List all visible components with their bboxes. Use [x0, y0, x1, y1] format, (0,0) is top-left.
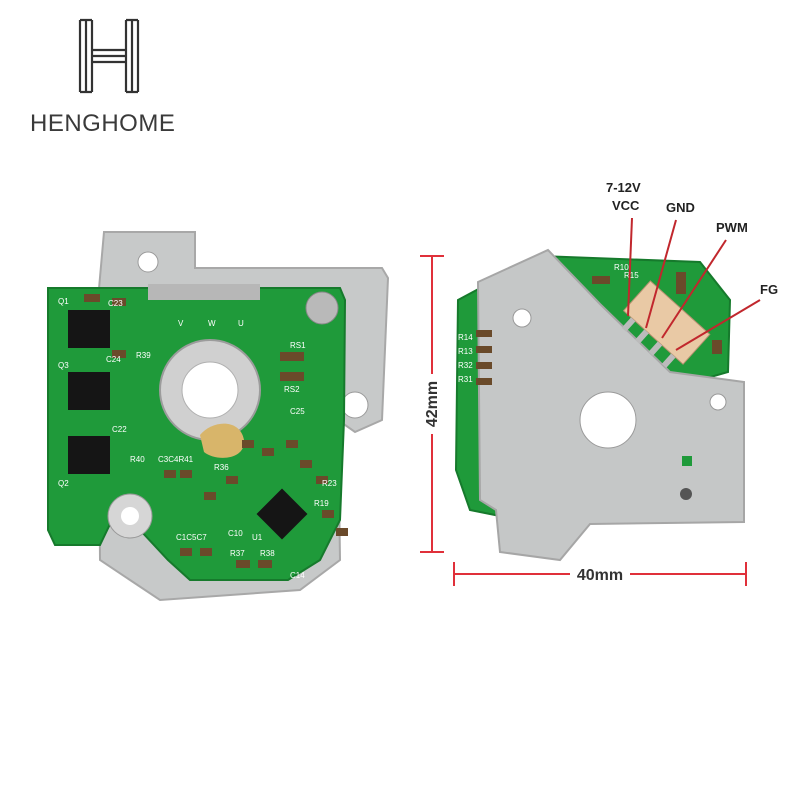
- left-mosfet-chip: [68, 310, 110, 348]
- brand-name: HENGHOME: [30, 110, 176, 137]
- svg-text:C22: C22: [112, 425, 127, 434]
- svg-text:Q2: Q2: [58, 479, 69, 488]
- svg-text:C3C4R41: C3C4R41: [158, 455, 194, 464]
- svg-text:U: U: [238, 319, 244, 328]
- svg-text:U1: U1: [252, 533, 263, 542]
- right-bracket-hole: [512, 308, 532, 328]
- svg-text:C14: C14: [290, 571, 305, 580]
- svg-text:R14: R14: [458, 333, 473, 342]
- pin-label-gnd: GND: [666, 200, 695, 215]
- svg-text:C24: C24: [106, 355, 121, 364]
- dimension-height: 42mm: [420, 255, 444, 553]
- pin-label-pwm: PWM: [716, 220, 748, 235]
- svg-text:V: V: [178, 319, 184, 328]
- svg-text:RS1: RS1: [290, 341, 306, 350]
- svg-text:C23: C23: [108, 299, 123, 308]
- svg-text:RS2: RS2: [284, 385, 300, 394]
- left-center-hole: [181, 361, 239, 419]
- svg-text:R23: R23: [322, 479, 337, 488]
- left-pcb-mount-hole: [121, 507, 139, 525]
- svg-text:R15: R15: [624, 271, 639, 280]
- brand-logo: HENGHOME: [30, 18, 190, 138]
- svg-text:R37: R37: [230, 549, 245, 558]
- svg-text:W: W: [208, 319, 216, 328]
- svg-text:R39: R39: [136, 351, 151, 360]
- right-component-labels: R14 R13 R32 R31 R15 R10: [458, 263, 639, 384]
- left-bracket-hole: [341, 391, 369, 419]
- h-monogram-icon: [78, 18, 140, 94]
- pin-label-vcc-voltage: 7-12V: [606, 180, 641, 195]
- svg-text:R31: R31: [458, 375, 473, 384]
- svg-text:C25: C25: [290, 407, 305, 416]
- pin-label-fg: FG: [760, 282, 778, 297]
- right-bracket-slot: [682, 456, 692, 466]
- pin-label-vcc: VCC: [612, 198, 640, 213]
- right-smd-components: [476, 272, 722, 385]
- svg-text:R19: R19: [314, 499, 329, 508]
- svg-text:C1C5C7: C1C5C7: [176, 533, 207, 542]
- left-glue-blob: [200, 423, 245, 458]
- right-motor-board: R14 R13 R32 R31 R15 R10: [454, 248, 745, 562]
- right-bracket-hole: [579, 391, 637, 449]
- svg-text:Q3: Q3: [58, 361, 69, 370]
- pin-leader-gnd: [645, 219, 677, 329]
- left-solder-strip: [148, 284, 260, 300]
- svg-text:R32: R32: [458, 361, 473, 370]
- left-smd-components: [84, 294, 348, 568]
- right-bracket-screw: [680, 488, 692, 500]
- svg-text:R36: R36: [214, 463, 229, 472]
- svg-text:R40: R40: [130, 455, 145, 464]
- pin-labels: 7-12V VCC GND PWM FG: [606, 180, 778, 351]
- left-component-labels: Q1 C23 Q3 C24 C22 Q2 R39 RS1 RS2 C25 R40…: [58, 297, 337, 580]
- svg-text:R38: R38: [260, 549, 275, 558]
- right-bracket-hole: [709, 393, 727, 411]
- left-solder-pad: [305, 291, 339, 325]
- left-mosfet-chip: [68, 436, 110, 474]
- left-motor-board: Q1 C23 Q3 C24 C22 Q2 R39 RS1 RS2 C25 R40…: [47, 231, 390, 602]
- svg-text:Q1: Q1: [58, 297, 69, 306]
- svg-text:R10: R10: [614, 263, 629, 272]
- svg-text:R13: R13: [458, 347, 473, 356]
- pin-leader-fg: [675, 299, 761, 351]
- dimension-width: 40mm: [453, 562, 747, 586]
- pin-leader-vcc: [627, 217, 633, 317]
- left-mosfet-chip: [68, 372, 110, 410]
- pin-leader-pwm: [661, 239, 727, 339]
- height-label: 42mm: [424, 381, 441, 427]
- left-bracket-hole: [137, 251, 159, 273]
- width-label: 40mm: [577, 567, 623, 584]
- svg-text:C10: C10: [228, 529, 243, 538]
